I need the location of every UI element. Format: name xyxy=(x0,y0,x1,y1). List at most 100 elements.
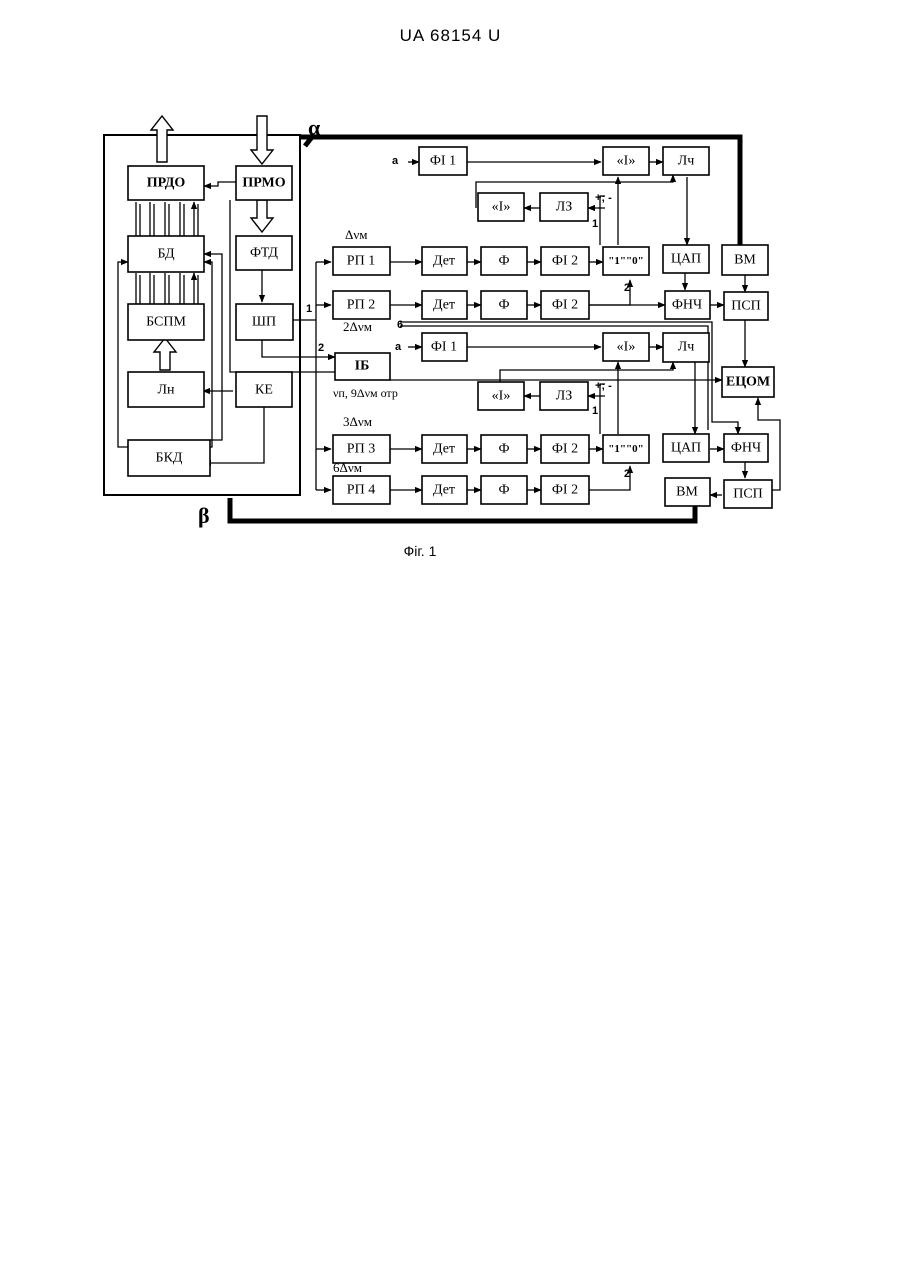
input-hollow-arrow xyxy=(251,116,273,164)
block-int-top: «І» xyxy=(603,147,649,175)
block-cmp-top: "1""0" xyxy=(603,247,649,275)
block-ke: КЕ xyxy=(236,372,292,407)
block-det-4: Дет xyxy=(422,476,467,504)
block-det-3: Дет xyxy=(422,435,467,463)
bkd-bd-line2 xyxy=(204,262,212,447)
block-fnch-top: ФНЧ xyxy=(665,291,710,319)
svg-text:ФІ 1: ФІ 1 xyxy=(430,154,456,169)
block-lz-top: ЛЗ xyxy=(540,193,588,221)
svg-text:БД: БД xyxy=(157,247,175,262)
svg-text:ПРДО: ПРДО xyxy=(147,176,186,191)
block-det-2: Дет xyxy=(422,291,467,319)
svg-text:РП 4: РП 4 xyxy=(347,483,375,498)
label-two-top: 2 xyxy=(624,282,630,294)
svg-text:Лч: Лч xyxy=(678,340,695,355)
beta-label: β xyxy=(198,503,210,528)
svg-text:ЦАП: ЦАП xyxy=(671,252,701,267)
label-ib-sub: νп, 9Δνм отр xyxy=(333,386,398,400)
prmo-prdo-line xyxy=(204,182,236,186)
label-one-bot: 1 xyxy=(592,405,598,417)
block-prdo: ПРДО xyxy=(128,166,204,200)
block-int-top2: «І» xyxy=(478,193,524,221)
block-lch-bot: Лч xyxy=(663,333,709,362)
block-fi2-3: ФІ 2 xyxy=(541,435,589,463)
block-ftd: ФТД xyxy=(236,236,292,270)
block-f-3: Ф xyxy=(481,435,527,463)
svg-text:ФНЧ: ФНЧ xyxy=(731,441,761,456)
label-two-shp: 2 xyxy=(318,342,324,354)
block-lz-bot: ЛЗ xyxy=(540,382,588,410)
svg-text:ЛЗ: ЛЗ xyxy=(556,389,573,404)
block-fi2-2: ФІ 2 xyxy=(541,291,589,319)
block-fi2-4: ФІ 2 xyxy=(541,476,589,504)
svg-text:ЕЦОМ: ЕЦОМ xyxy=(726,375,770,390)
block-rp3: РП 3 xyxy=(333,435,390,463)
block-det-1: Дет xyxy=(422,247,467,275)
block-prmo: ПРМО xyxy=(236,166,292,200)
svg-text:РП 1: РП 1 xyxy=(347,254,375,269)
svg-text:БСПМ: БСПМ xyxy=(146,315,186,330)
svg-text:КЕ: КЕ xyxy=(255,383,273,398)
label-dnu3: 3Δνм xyxy=(343,414,372,429)
svg-text:Ф: Ф xyxy=(498,298,509,313)
block-bd: БД xyxy=(128,236,204,272)
svg-text:ЦАП: ЦАП xyxy=(671,441,701,456)
block-f-1: Ф xyxy=(481,247,527,275)
svg-text:"1""0": "1""0" xyxy=(608,255,643,267)
bd-prdo-bus xyxy=(136,202,198,236)
svg-text:ВМ: ВМ xyxy=(734,253,756,268)
svg-text:ПСП: ПСП xyxy=(733,487,763,502)
block-fi1-top: ФІ 1 xyxy=(419,147,467,175)
svg-text:«І»: «І» xyxy=(617,154,636,169)
block-cmp-bot: "1""0" xyxy=(603,435,649,463)
block-f-4: Ф xyxy=(481,476,527,504)
alpha-label: α xyxy=(308,115,321,140)
label-pm-top: +; - xyxy=(595,192,612,204)
svg-text:Дет: Дет xyxy=(433,254,455,269)
svg-text:«І»: «І» xyxy=(492,389,511,404)
svg-text:Ф: Ф xyxy=(498,254,509,269)
svg-text:ШП: ШП xyxy=(252,315,276,330)
block-fi1-bot: ФІ 1 xyxy=(422,333,467,361)
label-one-shp: 1 xyxy=(306,303,312,315)
bspm-bd-bus xyxy=(136,273,198,304)
svg-text:БКД: БКД xyxy=(156,451,183,466)
block-vm-top: ВМ xyxy=(722,245,768,275)
svg-text:ФІ 2: ФІ 2 xyxy=(552,442,578,457)
label-a-top: a xyxy=(392,155,399,167)
block-shp: ШП xyxy=(236,304,293,340)
label-pm-bot: +; - xyxy=(595,380,612,392)
svg-text:«І»: «І» xyxy=(492,200,511,215)
block-fnch-bot: ФНЧ xyxy=(724,434,768,462)
svg-text:Ф: Ф xyxy=(498,442,509,457)
block-vm-bot: ВМ xyxy=(665,478,710,506)
block-ib: ІБ xyxy=(335,353,390,380)
label-a-bot: a xyxy=(395,341,402,353)
svg-text:Дет: Дет xyxy=(433,298,455,313)
ln-bspm-hollow-arrow xyxy=(154,338,176,370)
ke-bkd-line xyxy=(204,407,264,463)
block-dac-top: ЦАП xyxy=(663,245,709,273)
svg-text:Ф: Ф xyxy=(498,483,509,498)
label-one-top: 1 xyxy=(592,218,598,230)
svg-text:Лч: Лч xyxy=(678,154,695,169)
block-bkd: БКД xyxy=(128,440,210,476)
block-f-2: Ф xyxy=(481,291,527,319)
label-dnu2: 2Δνм xyxy=(343,319,372,334)
svg-text:ФІ 2: ФІ 2 xyxy=(552,298,578,313)
svg-text:ФНЧ: ФНЧ xyxy=(672,298,702,313)
svg-text:Дет: Дет xyxy=(433,483,455,498)
output-hollow-arrow xyxy=(151,116,173,162)
label-two-bot: 2 xyxy=(624,468,630,480)
svg-text:Дет: Дет xyxy=(433,442,455,457)
svg-text:РП 3: РП 3 xyxy=(347,442,375,457)
block-ln: Лн xyxy=(128,372,204,407)
svg-text:ЛЗ: ЛЗ xyxy=(556,200,573,215)
block-int-bot2: «І» xyxy=(478,382,524,410)
svg-text:ПРМО: ПРМО xyxy=(242,176,285,191)
svg-text:"1""0": "1""0" xyxy=(608,443,643,455)
bkd-bd-line xyxy=(118,262,128,447)
block-dac-bot: ЦАП xyxy=(663,434,709,462)
block-rp2: РП 2 xyxy=(333,291,390,319)
